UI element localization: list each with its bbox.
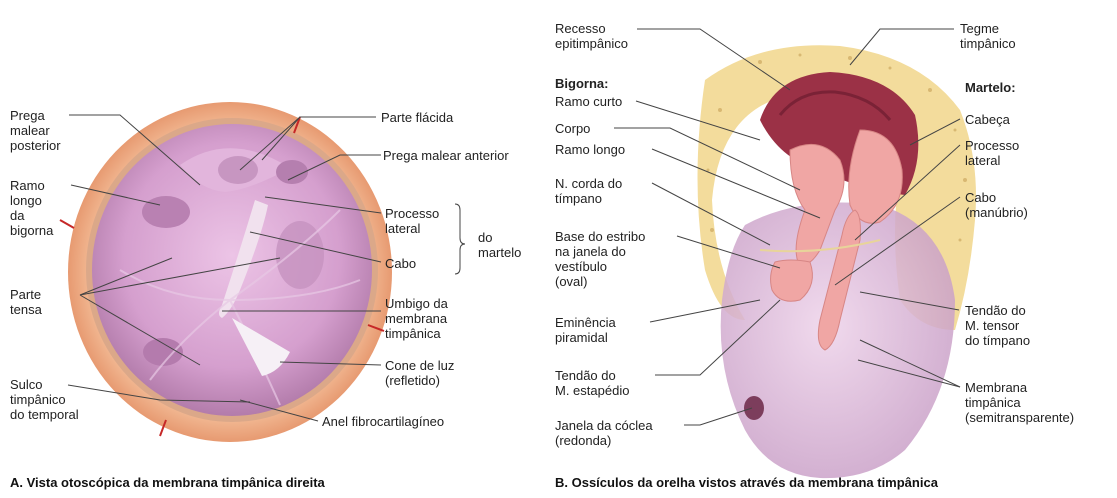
label-cone-de-luz: Cone de luz (refletido) [385,358,454,388]
panel-b-drawing [614,29,976,478]
label-umbigo: Umbigo da membrana timpânica [385,296,448,341]
round-window [744,396,764,420]
label-sulco-timpanico: Sulco timpânico do temporal [10,377,79,422]
incus-long-limb-shadow [142,196,190,228]
label-parte-tensa: Parte tensa [10,287,42,317]
label-tendao-estapedio: Tendão do M. estapédio [555,368,629,398]
label-cabo-a: Cabo [385,256,416,271]
label-parte-flacida: Parte flácida [381,110,453,125]
label-tegme-timpanico: Tegme timpânico [960,21,1016,51]
label-membrana-timpanica: Membrana timpânica (semitransparente) [965,380,1074,425]
label-prega-malear-posterior: Prega malear posterior [10,108,61,153]
label-processo-lateral-b: Processo lateral [965,138,1019,168]
label-tendao-tensor: Tendão do M. tensor do tímpano [965,303,1030,348]
label-martelo-heading: Martelo: [965,80,1016,95]
label-ramo-curto: Ramo curto [555,94,622,109]
label-ramo-longo-bigorna: Ramo longo da bigorna [10,178,53,238]
label-recesso-epitimpanico: Recesso epitimpânico [555,21,628,51]
label-prega-malear-anterior: Prega malear anterior [383,148,509,163]
label-anel-fibrocartilagineo: Anel fibrocartilagíneo [322,414,444,429]
membrane-shadow-2 [276,160,308,184]
label-corpo: Corpo [555,121,590,136]
label-base-estribo: Base do estribo na janela do vestíbulo (… [555,229,645,289]
membrane-shadow-1 [218,156,258,184]
caption-panel-a: A. Vista otoscópica da membrana timpânic… [10,475,325,490]
label-processo-lateral-a: Processo lateral [385,206,439,236]
semitransparent-membrane [721,203,955,479]
caption-panel-b: B. Ossículos da orelha vistos através da… [555,475,938,490]
label-eminencia-piramidal: Eminência piramidal [555,315,616,345]
label-cabeca: Cabeça [965,112,1010,127]
label-cabo-manubrio: Cabo (manúbrio) [965,190,1028,220]
label-do-martelo: do martelo [478,230,521,260]
label-janela-coclea: Janela da cóclea (redonda) [555,418,653,448]
label-corda-timpano: N. corda do tímpano [555,176,622,206]
label-bigorna-heading: Bigorna: [555,76,608,91]
label-ramo-longo-b: Ramo longo [555,142,625,157]
